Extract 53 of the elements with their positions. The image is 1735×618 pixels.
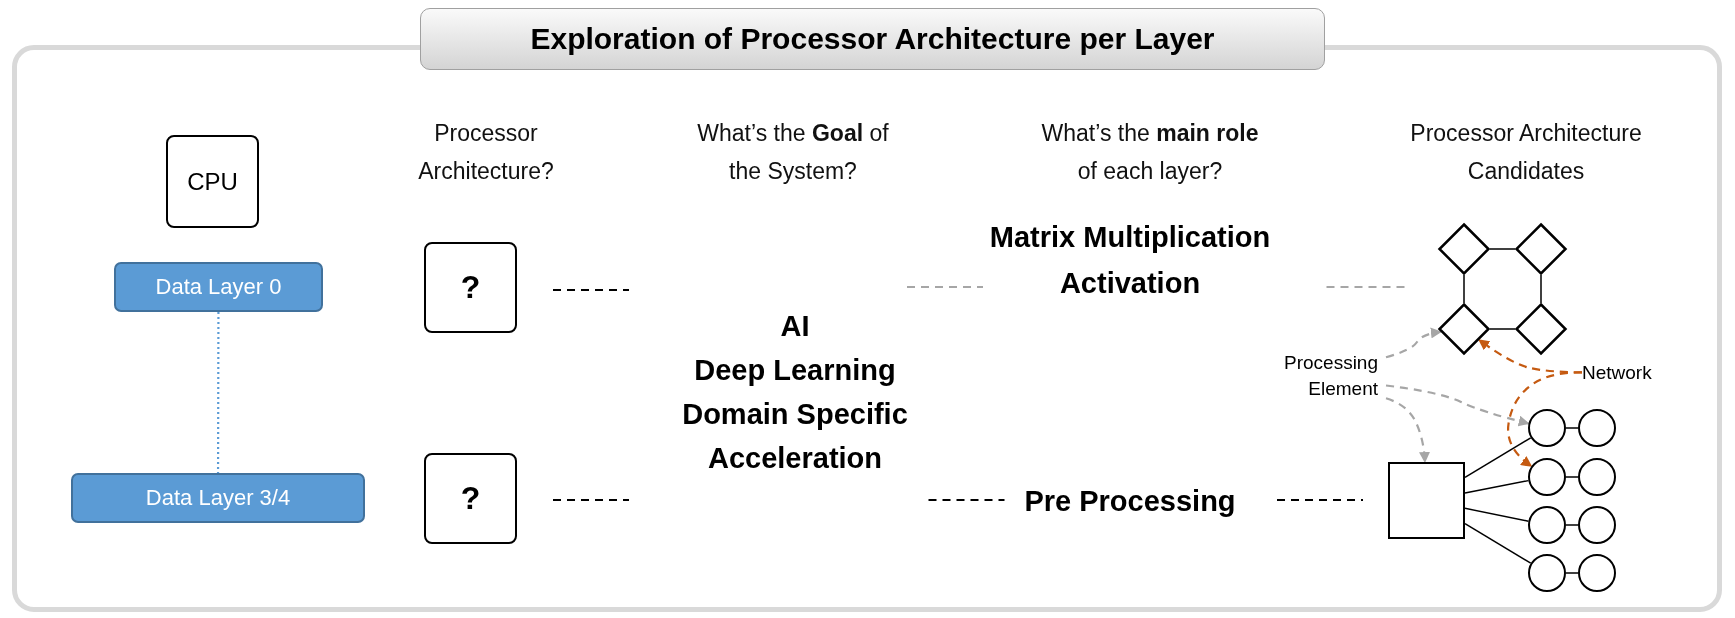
goal-text: AI	[779, 309, 811, 344]
processing-element-circle	[1578, 506, 1616, 544]
processing-element-diamond	[1515, 223, 1567, 275]
connector-line	[1565, 524, 1579, 526]
column-header: What’s the Goal of the System?	[696, 119, 890, 186]
processing-element-diamond	[1438, 303, 1490, 355]
processing-element-diamond	[1438, 223, 1490, 275]
column-header: Processor Architecture Candidates	[1409, 119, 1643, 186]
processing-element-diamond	[1515, 303, 1567, 355]
processing-element-circle	[1578, 458, 1616, 496]
connector-line	[1565, 572, 1579, 574]
question-box: ?	[424, 242, 517, 333]
processing-element-circle	[1528, 409, 1566, 447]
processing-element-square	[1388, 462, 1465, 539]
data-layer-box: Data Layer 0	[114, 262, 323, 312]
connector-line	[1464, 437, 1532, 479]
callout-label: Processing Element	[1246, 350, 1386, 404]
dashed-connector	[907, 285, 983, 289]
connector-line	[1463, 274, 1465, 304]
processing-element-circle	[1578, 409, 1616, 447]
dashed-arrow	[1385, 384, 1530, 427]
dashed-connector	[928, 498, 1005, 502]
layer-role-text: Matrix Multiplication Activation	[965, 214, 1295, 310]
callout-label: Network	[1582, 360, 1682, 386]
processing-element-circle	[1528, 458, 1566, 496]
layer-role-text: Pre Processing	[1008, 478, 1252, 524]
processing-element-circle	[1528, 554, 1566, 592]
connector-line	[1489, 328, 1516, 330]
column-header: What’s the main role of each layer?	[1040, 119, 1260, 186]
title-banner: Exploration of Processor Architecture per Layer	[420, 8, 1325, 70]
dashed-arrow	[1507, 371, 1582, 468]
dashed-arrow	[1385, 397, 1430, 464]
connector-line	[1464, 507, 1530, 522]
goal-text: Deep Learning	[693, 353, 897, 388]
processing-element-circle	[1578, 554, 1616, 592]
connector-line	[1464, 522, 1532, 564]
dashed-connector	[1277, 498, 1363, 502]
dashed-connector	[553, 288, 629, 292]
processing-element-circle	[1528, 506, 1566, 544]
dashed-connector	[1326, 285, 1407, 289]
question-box: ?	[424, 453, 517, 544]
connector-line	[1464, 479, 1530, 494]
dashed-connector	[553, 498, 629, 502]
goal-text: Domain Specific Acceleration	[681, 397, 909, 476]
connector-line	[1489, 248, 1516, 250]
cpu-box: CPU	[166, 135, 259, 228]
connector-line	[1565, 476, 1579, 478]
dashed-connector	[216, 312, 220, 473]
connector-line	[1540, 274, 1542, 304]
column-header: Processor Architecture?	[417, 119, 555, 186]
data-layer-box: Data Layer 3/4	[71, 473, 365, 523]
connector-line	[1565, 427, 1579, 429]
dashed-arrow	[1385, 327, 1442, 359]
